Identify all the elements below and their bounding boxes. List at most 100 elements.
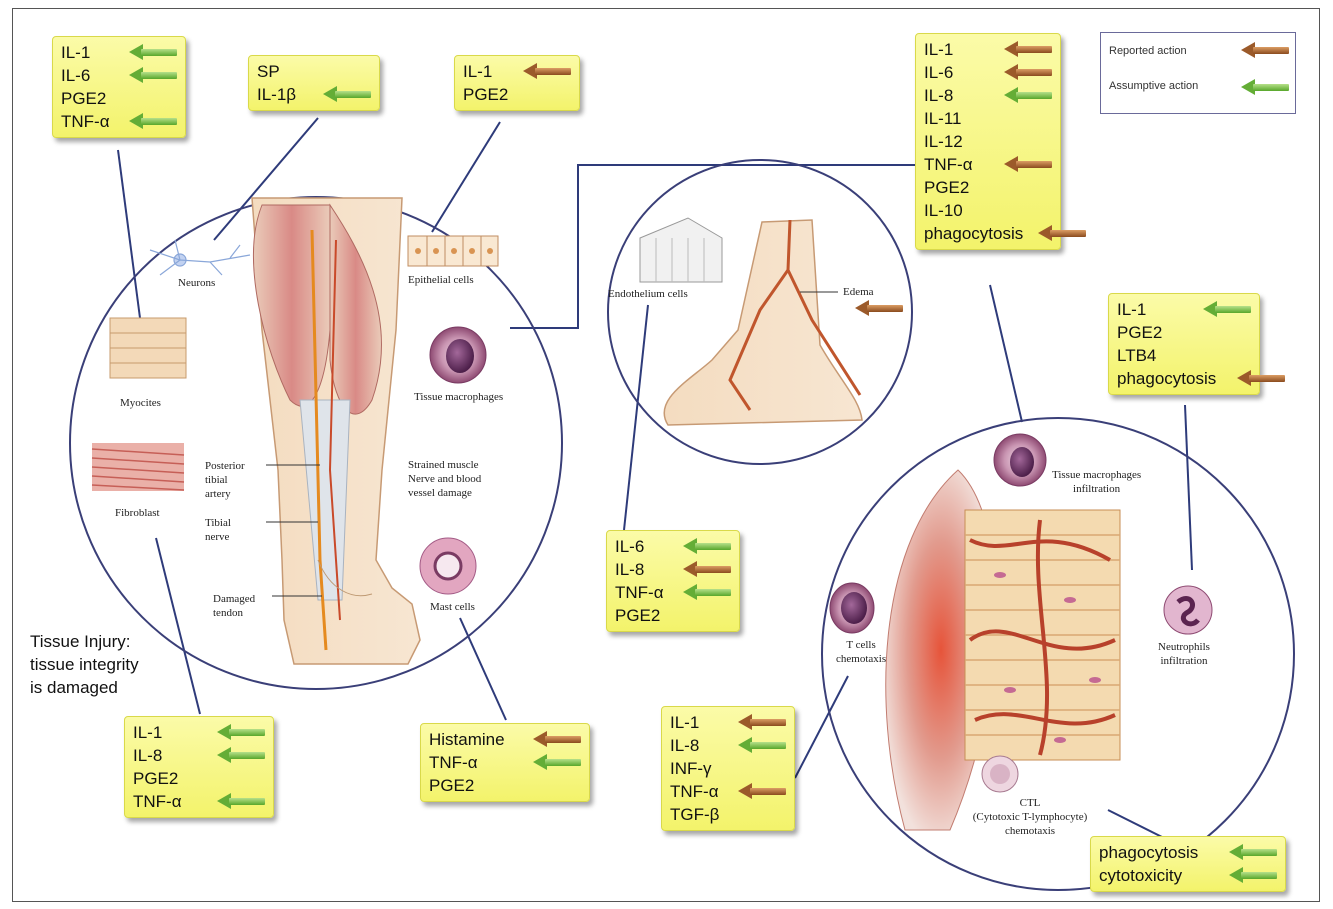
mediator-name: IL-8	[670, 736, 699, 755]
mediator-row: PGE2	[924, 176, 1052, 199]
reported-action-arrow-icon	[1038, 228, 1086, 238]
mediator-name: INF-γ	[670, 759, 712, 778]
label-neutrophils: Neutrophils infiltration	[1158, 640, 1210, 668]
reported-action-arrow-icon	[523, 66, 571, 76]
label-epithelial: Epithelial cells	[408, 273, 474, 287]
reported-action-arrow-icon	[533, 734, 581, 744]
mediator-name: IL-10	[924, 201, 963, 220]
tissue-macrophage-infiltration-cell	[994, 434, 1046, 486]
mediator-row: phagocytosis	[1099, 841, 1277, 864]
mediator-row: IL-1	[1117, 298, 1251, 321]
mediator-name: IL-12	[924, 132, 963, 151]
mediator-name: TNF-α	[615, 583, 664, 602]
neurons-mediator-box: SPIL-1β	[248, 55, 380, 111]
mediator-name: PGE2	[61, 89, 106, 108]
mediator-name: PGE2	[133, 769, 178, 788]
label-tibial: tibial	[205, 473, 245, 487]
label-strained: Strained muscle	[408, 458, 481, 472]
ctl-mediator-box: phagocytosis cytotoxicity	[1090, 836, 1286, 892]
mediator-name: TNF-α	[670, 782, 719, 801]
label-tendon: tendon	[213, 606, 255, 620]
mediator-name: phagocytosis	[1099, 843, 1198, 862]
connector-neutrophil	[1185, 405, 1192, 570]
connector-fibroblast	[156, 538, 200, 714]
mediator-row: IL-6	[615, 535, 731, 558]
endothelium-illustration	[640, 218, 722, 282]
tissue-injury-caption: Tissue Injury: tissue integrity is damag…	[30, 630, 139, 699]
reported-action-arrow-icon	[738, 717, 786, 727]
assumptive-action-arrow-icon	[129, 47, 177, 57]
mediator-row: PGE2	[61, 87, 177, 110]
mediator-row: IL-8	[133, 744, 265, 767]
label-tm-infiltration-1: Tissue macrophages	[1052, 468, 1141, 482]
assumptive-action-arrow-icon	[217, 750, 265, 760]
mediator-row: TNF-α	[429, 751, 581, 774]
mediator-name: IL-1	[1117, 300, 1146, 319]
mediator-row: IL-1	[924, 38, 1052, 61]
assumptive-action-arrow-icon	[1203, 304, 1251, 314]
reported-action-arrow-icon	[683, 564, 731, 574]
mediator-name: IL-8	[924, 86, 953, 105]
label-myocites: Myocites	[120, 396, 161, 410]
label-vessel-damage: vessel damage	[408, 486, 481, 500]
mediator-row: TNF-α	[924, 153, 1052, 176]
legend-assumptive-label: Assumptive action	[1109, 80, 1198, 92]
label-fibroblast: Fibroblast	[115, 506, 160, 520]
assumptive-action-arrow-icon	[533, 757, 581, 767]
mediator-row: TNF-α	[615, 581, 731, 604]
endothelium-mediator-box: IL-6IL-8TNF-αPGE2	[606, 530, 740, 632]
tcell-mediator-box: IL-1IL-8INF-γTNF-αTGF-β	[661, 706, 795, 831]
t-cell-illustration	[830, 583, 874, 633]
macrophage-illustration	[430, 327, 486, 383]
neutrophil-illustration	[1164, 586, 1212, 634]
neuron-illustration	[150, 240, 250, 275]
connector-mast	[460, 618, 506, 720]
mediator-row: PGE2	[1117, 321, 1251, 344]
mediator-name: PGE2	[429, 776, 474, 795]
label-neutrophils-2: infiltration	[1158, 654, 1210, 668]
mediator-row: IL-11	[924, 107, 1052, 130]
assumptive-action-arrow-icon	[217, 727, 265, 737]
mediator-name: IL-8	[615, 560, 644, 579]
legend-assumptive-arrow-icon	[1241, 82, 1289, 92]
mediator-row: cytotoxicity	[1099, 864, 1277, 887]
mediator-row: IL-8	[615, 558, 731, 581]
assumptive-action-arrow-icon	[129, 116, 177, 126]
mediator-name: cytotoxicity	[1099, 866, 1182, 885]
label-t-cells: T cells chemotaxis	[836, 638, 886, 666]
mediator-name: IL-1	[133, 723, 162, 742]
mediator-name: TNF-α	[924, 155, 973, 174]
mediator-name: TGF-β	[670, 805, 719, 824]
epithelial-illustration	[408, 236, 498, 266]
mediator-name: LTB4	[1117, 346, 1156, 365]
assumptive-action-arrow-icon	[323, 89, 371, 99]
mediator-row: TNF-α	[61, 110, 177, 133]
mediator-row: TGF-β	[670, 803, 786, 826]
mediator-row: INF-γ	[670, 757, 786, 780]
assumptive-action-arrow-icon	[1004, 90, 1052, 100]
mediator-row: PGE2	[133, 767, 265, 790]
mediator-row: PGE2	[615, 604, 731, 627]
assumptive-action-arrow-icon	[1229, 847, 1277, 857]
mediator-name: TNF-α	[429, 753, 478, 772]
mediator-name: IL-1	[924, 40, 953, 59]
reported-action-arrow-icon	[1004, 159, 1052, 169]
edema-arrow-icon	[855, 303, 903, 313]
mediator-row: IL-6	[61, 64, 177, 87]
myocites-illustration	[110, 318, 186, 378]
mediator-row: IL-1	[670, 711, 786, 734]
mediator-name: IL-1	[670, 713, 699, 732]
label-t-cells-1: T cells	[836, 638, 886, 652]
mediator-row: IL-8	[670, 734, 786, 757]
reported-action-arrow-icon	[1004, 67, 1052, 77]
mediator-row: IL-1	[61, 41, 177, 64]
mediator-name: phagocytosis	[1117, 369, 1216, 388]
label-nerve-blood: Nerve and blood	[408, 472, 481, 486]
mediator-name: PGE2	[924, 178, 969, 197]
label-posterior: Posterior	[205, 459, 245, 473]
assumptive-action-arrow-icon	[1229, 870, 1277, 880]
mediator-name: IL-1	[61, 43, 90, 62]
ctl-illustration	[982, 756, 1018, 792]
